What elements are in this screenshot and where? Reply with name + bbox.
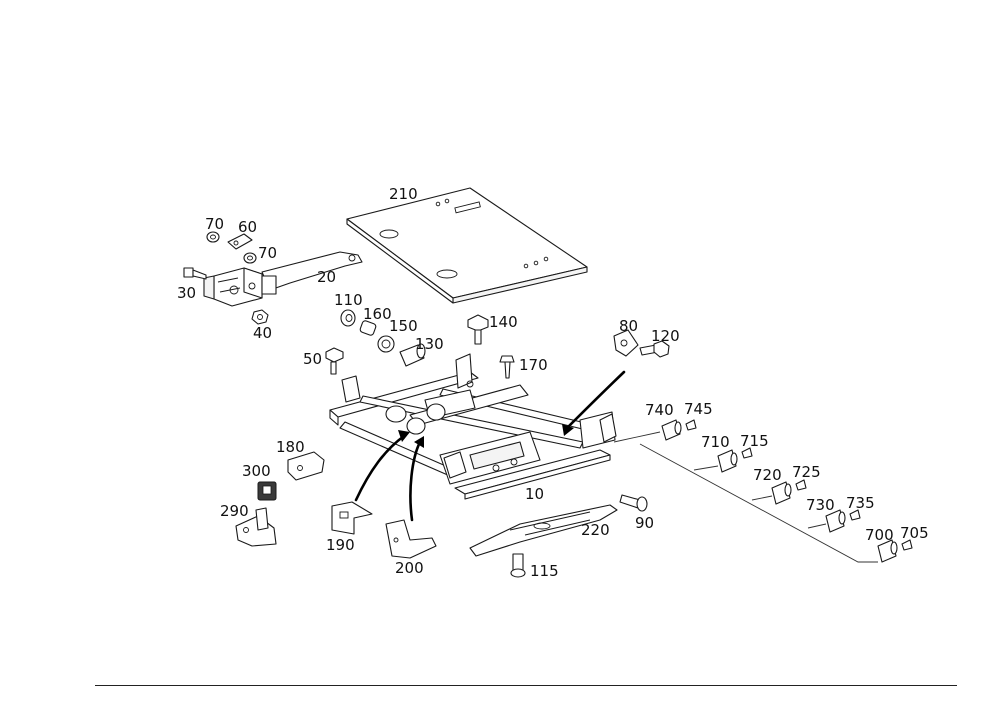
part-220-cover <box>469 504 618 557</box>
part-700-clip <box>877 539 898 563</box>
part-720-clip <box>771 481 792 505</box>
part-190-bracket <box>331 501 373 535</box>
label-220: 220 <box>581 521 610 539</box>
label-110: 110 <box>334 291 363 309</box>
part-170-clip <box>499 355 515 379</box>
label-140: 140 <box>489 313 518 331</box>
label-160: 160 <box>363 305 392 323</box>
part-110-bushing <box>340 309 356 327</box>
part-70-washer-upper <box>206 231 220 243</box>
part-730-clip <box>825 509 846 533</box>
part-290-bracket <box>235 507 277 547</box>
label-40: 40 <box>253 324 272 342</box>
label-710: 710 <box>701 433 730 451</box>
label-70-lower: 70 <box>258 244 277 262</box>
label-190: 190 <box>326 536 355 554</box>
label-740: 740 <box>645 401 674 419</box>
label-10: 10 <box>525 485 544 503</box>
label-20: 20 <box>317 268 336 286</box>
label-170: 170 <box>519 356 548 374</box>
part-10-seat-frame <box>329 353 617 500</box>
part-130-pin <box>399 343 426 367</box>
label-150: 150 <box>389 317 418 335</box>
label-70-upper: 70 <box>205 215 224 233</box>
label-115: 115 <box>530 562 559 580</box>
label-735: 735 <box>846 494 875 512</box>
assembly-arrows <box>354 370 626 522</box>
label-60: 60 <box>238 218 257 236</box>
part-150-ring <box>377 335 395 353</box>
part-705-pin <box>901 539 913 551</box>
label-290: 290 <box>220 502 249 520</box>
part-300-clip <box>257 481 277 501</box>
label-130: 130 <box>415 335 444 353</box>
part-740-clip <box>661 419 682 441</box>
label-90: 90 <box>635 514 654 532</box>
label-210: 210 <box>389 185 418 203</box>
label-30: 30 <box>177 284 196 302</box>
part-715-pin <box>741 447 753 459</box>
part-80-plate <box>613 329 639 357</box>
footer-rule <box>95 685 957 686</box>
part-180-bracket <box>287 451 325 481</box>
label-80: 80 <box>619 317 638 335</box>
part-115-bolt <box>510 553 526 578</box>
label-745: 745 <box>684 400 713 418</box>
label-300: 300 <box>242 462 271 480</box>
part-60-bracket <box>227 233 253 250</box>
part-20-motor-lever <box>203 251 363 307</box>
part-140-bolt <box>467 314 489 345</box>
part-90-bolt <box>619 494 648 512</box>
label-120: 120 <box>651 327 680 345</box>
label-715: 715 <box>740 432 769 450</box>
fastener-leader-lines <box>613 431 878 563</box>
part-745-pin <box>685 419 697 431</box>
part-710-clip <box>717 449 738 473</box>
part-735-pin <box>849 509 861 521</box>
part-40-nut <box>251 309 269 325</box>
callout-labels: 210 70 60 70 20 30 40 110 160 150 130 14… <box>177 185 929 580</box>
label-705: 705 <box>900 524 929 542</box>
label-200: 200 <box>395 559 424 577</box>
label-725: 725 <box>792 463 821 481</box>
part-725-pin <box>795 479 807 491</box>
label-730: 730 <box>806 496 835 514</box>
label-180: 180 <box>276 438 305 456</box>
part-200-bracket <box>385 519 437 559</box>
label-50: 50 <box>303 350 322 368</box>
label-720: 720 <box>753 466 782 484</box>
label-700: 700 <box>865 526 894 544</box>
part-50-bolt <box>325 347 344 375</box>
part-120-bolt <box>639 340 670 358</box>
part-210-cover-plate <box>346 187 588 304</box>
part-70-washer-lower <box>243 252 257 264</box>
part-160-sleeve <box>359 320 377 336</box>
part-30-bolt <box>183 267 207 280</box>
